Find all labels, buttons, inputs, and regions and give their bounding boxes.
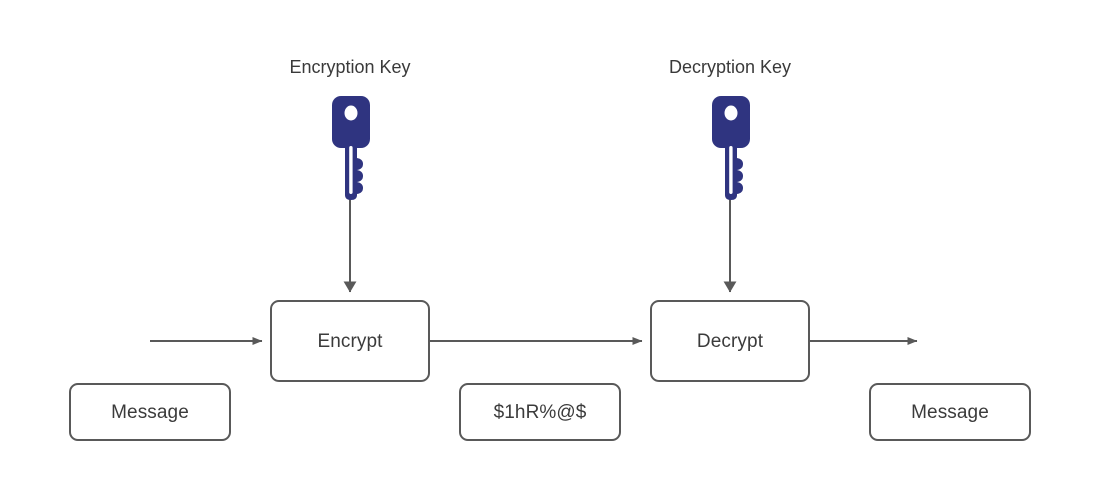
encryption-key-icon [332, 96, 370, 200]
encryption-key-label: Encryption Key [289, 57, 411, 77]
plaintext-input-node[interactable]: Message [69, 383, 231, 441]
decrypt-node[interactable]: Decrypt [650, 300, 810, 382]
encrypt-node[interactable]: Encrypt [270, 300, 430, 382]
plaintext-output-node[interactable]: Message [869, 383, 1031, 441]
ciphertext-node[interactable]: $1hR%@$ [459, 383, 621, 441]
decryption-key-label: Decryption Key [668, 57, 792, 77]
decryption-key-icon [712, 96, 750, 200]
